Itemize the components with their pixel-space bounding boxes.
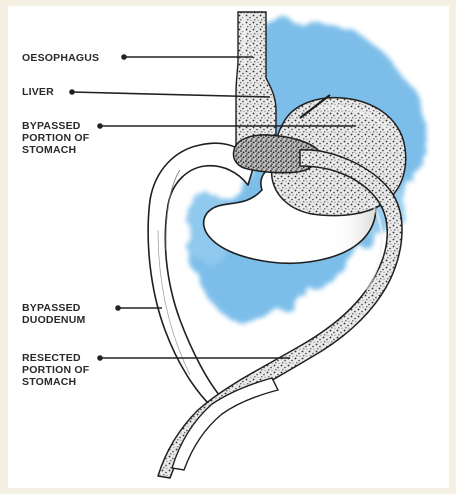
leader-resected-stomach-dot — [98, 356, 102, 360]
label-bypassed-portion-of-stomach: BYPASSED PORTION OF STOMACH — [22, 120, 89, 156]
leader-liver-dot — [70, 90, 74, 94]
leader-bypassed-duodenum-dot — [116, 306, 120, 310]
label-oesophagus: OESOPHAGUS — [22, 52, 99, 64]
label-liver: LIVER — [22, 86, 54, 98]
label-resected-portion-of-stomach: RESECTED PORTION OF STOMACH — [22, 352, 89, 388]
label-bypassed-duodenum: BYPASSED DUODENUM — [22, 302, 85, 326]
leader-oesophagus-dot — [122, 55, 126, 59]
leader-bypassed-stomach-dot — [98, 124, 102, 128]
